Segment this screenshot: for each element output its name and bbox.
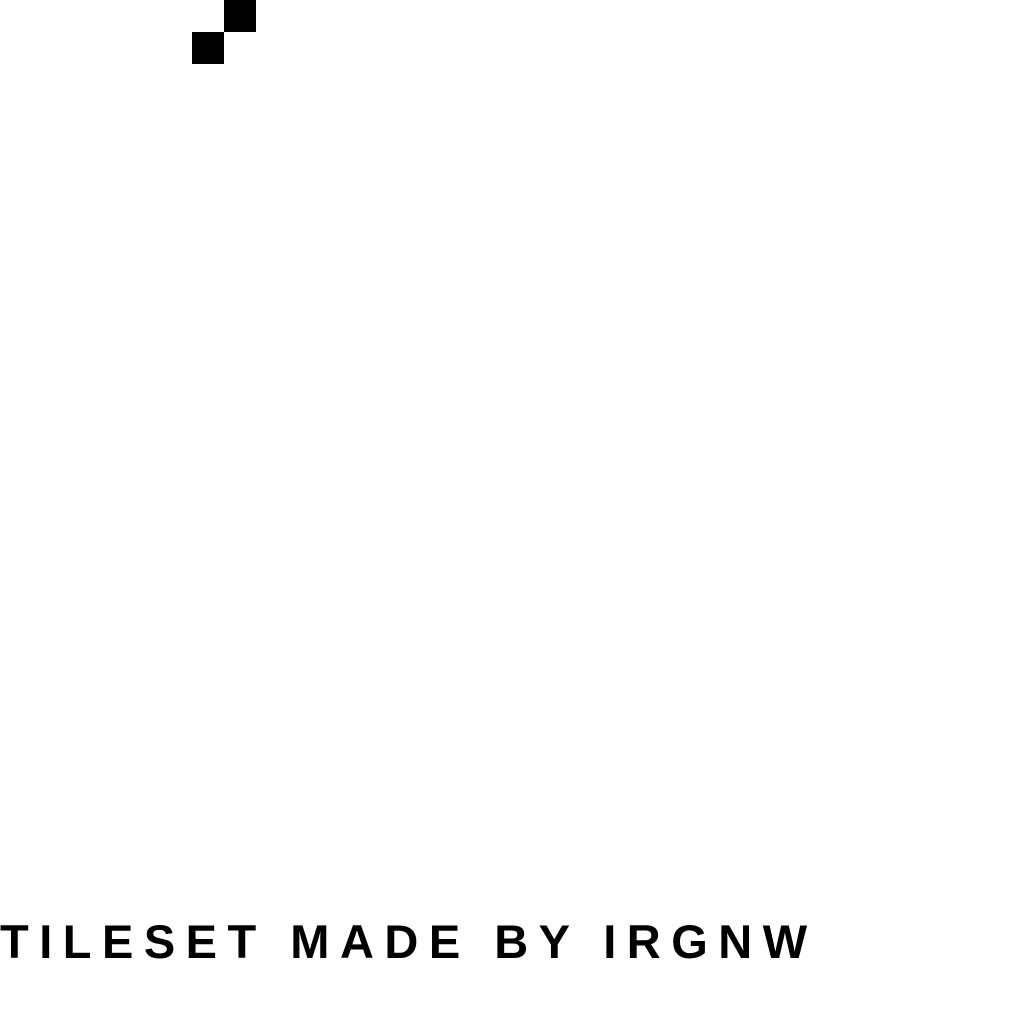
credit-text: TILESET MADE BY IRGNW — [0, 915, 818, 968]
black-tile-square — [224, 0, 256, 32]
black-tile-square — [192, 32, 224, 64]
